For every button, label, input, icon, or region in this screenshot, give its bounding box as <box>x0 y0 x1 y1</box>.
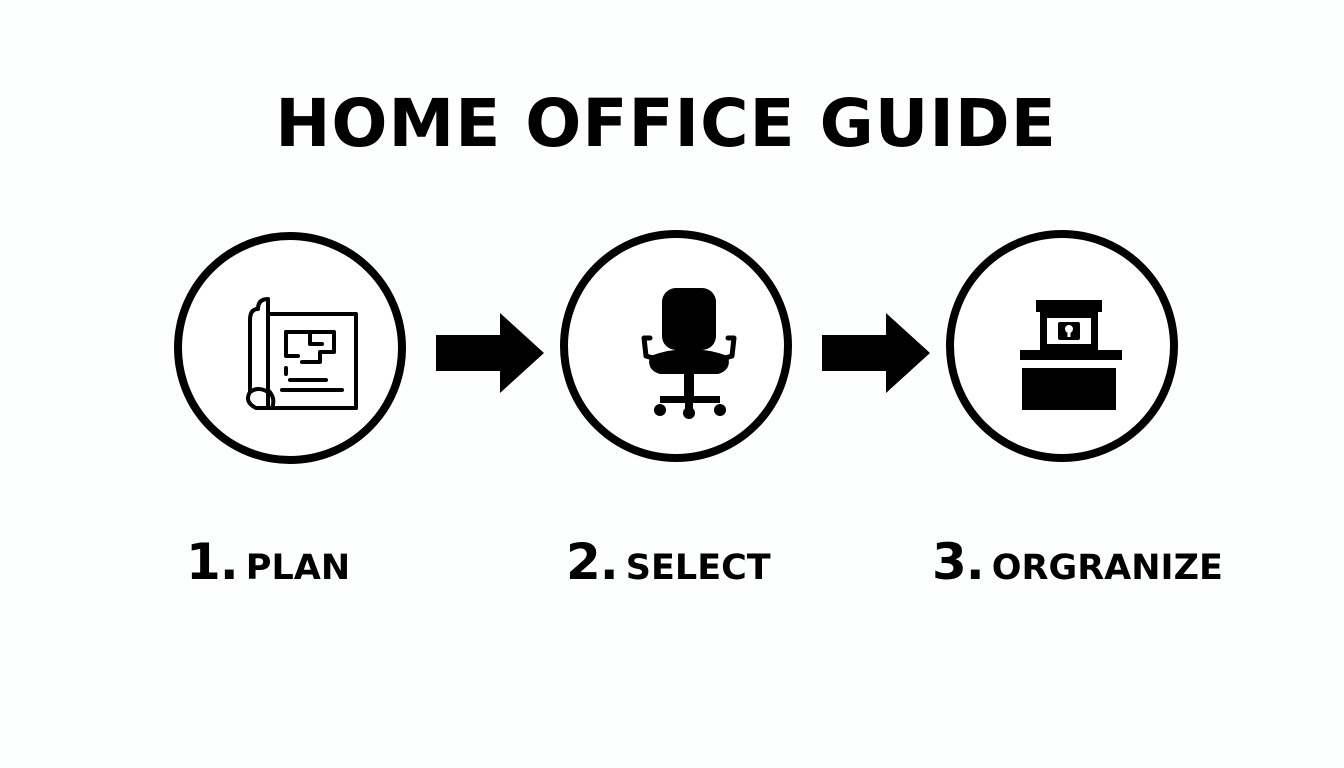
step-number: 3. <box>932 533 985 591</box>
step-plan-label: 1.PLAN <box>186 532 350 592</box>
diagram-title: HOME OFFICE GUIDE <box>275 85 1057 162</box>
step-name: SELECT <box>625 548 771 588</box>
blueprint-icon <box>246 297 358 410</box>
storage-box-icon <box>1020 300 1122 410</box>
step-organize-circle <box>946 230 1178 462</box>
right-arrow-icon <box>436 313 544 393</box>
step-plan-circle <box>174 232 406 464</box>
step-select-label: 2.SELECT <box>566 532 771 592</box>
step-organize-label: 3.ORGRANIZE <box>932 532 1223 592</box>
step-name: PLAN <box>245 548 351 588</box>
right-arrow-icon <box>822 313 930 393</box>
step-select-circle <box>560 230 792 462</box>
step-number: 1. <box>186 533 239 591</box>
step-number: 2. <box>566 533 619 591</box>
step-name: ORGRANIZE <box>991 548 1223 588</box>
office-chair-icon <box>641 288 737 419</box>
